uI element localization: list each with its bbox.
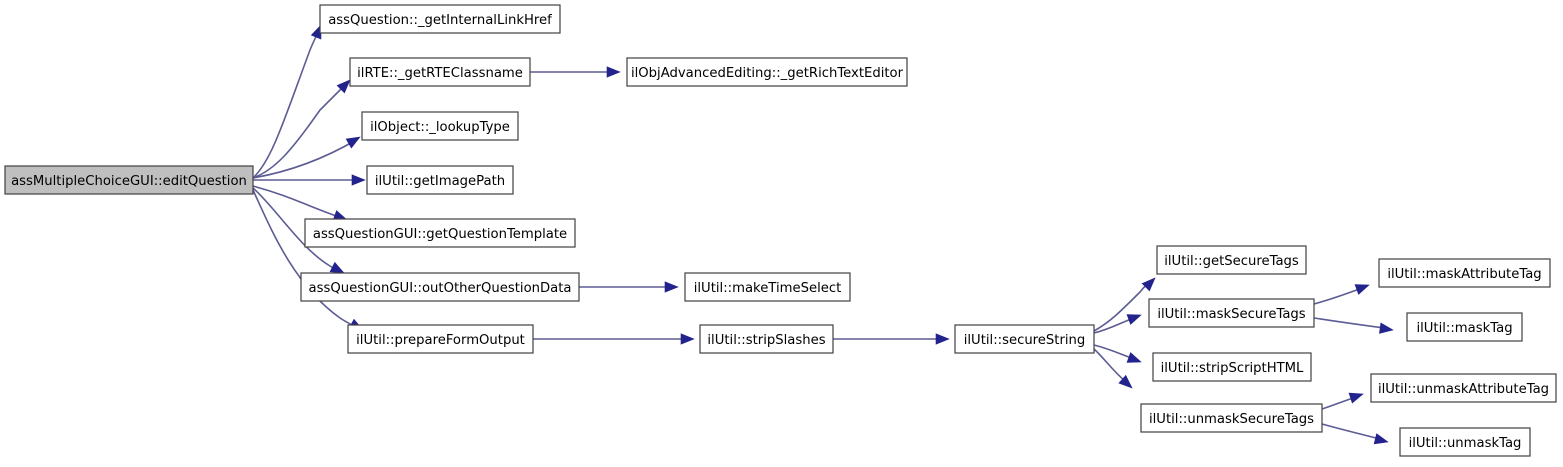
node-box[interactable] — [300, 272, 580, 302]
node-label: assQuestionGUI::outOtherQuestionData — [309, 281, 572, 296]
graph-node-ilutil-stripslashes[interactable]: ilUtil::stripSlashes — [699, 324, 834, 354]
arrow-head-icon — [1373, 433, 1389, 445]
node-box[interactable] — [954, 324, 1095, 354]
graph-node-assmultiplechoicegui-editquestion[interactable]: assMultipleChoiceGUI::editQuestion — [4, 165, 254, 195]
node-label: ilObject::_lookupType — [370, 120, 510, 135]
graph-node-ilobject-lookuptype[interactable]: ilObject::_lookupType — [361, 111, 519, 141]
graph-node-assquestiongui-getquestiontemplate[interactable]: assQuestionGUI::getQuestionTemplate — [304, 218, 576, 248]
arrow-head-icon — [1126, 314, 1142, 325]
call-edge-n0-to-n4 — [252, 139, 357, 179]
call-edge-n0-to-n9 — [252, 189, 359, 329]
call-edge-n0-to-n1 — [252, 27, 321, 179]
node-label: ilUtil::getSecureTags — [1164, 254, 1299, 269]
node-label: assQuestion::_getInternalLinkHref — [328, 13, 552, 28]
node-label: ilObjAdvancedEditing::_getRichTextEditor — [631, 66, 904, 81]
node-label: ilUtil::maskTag — [1416, 321, 1512, 336]
node-box[interactable] — [699, 324, 834, 354]
node-box[interactable] — [366, 165, 514, 195]
node-box[interactable] — [1399, 427, 1531, 457]
graph-node-ilutil-getimagepath[interactable]: ilUtil::getImagePath — [366, 165, 514, 195]
call-edge-n13-to-n17 — [1313, 317, 1386, 329]
graph-node-ilutil-masksecuretags[interactable]: ilUtil::maskSecureTags — [1148, 298, 1315, 328]
node-label: ilUtil::unmaskTag — [1409, 436, 1522, 451]
node-label: ilRTE::_getRTEClassname — [357, 66, 523, 81]
graph-node-ilutil-getsecuretags[interactable]: ilUtil::getSecureTags — [1156, 245, 1307, 275]
node-label: ilUtil::stripSlashes — [707, 333, 825, 348]
node-box[interactable] — [1148, 298, 1315, 328]
call-edge-n0-to-n2 — [252, 83, 347, 179]
arrow-head-icon — [345, 136, 361, 149]
node-box[interactable] — [626, 57, 908, 87]
arrow-head-icon — [329, 261, 345, 274]
node-label: ilUtil::unmaskSecureTags — [1149, 412, 1314, 427]
graph-node-assquestion-getinternallinkhref[interactable]: assQuestion::_getInternalLinkHref — [319, 4, 561, 34]
graph-node-ilutil-maketimeselect[interactable]: ilUtil::makeTimeSelect — [684, 272, 851, 302]
node-box[interactable] — [1378, 258, 1551, 288]
node-box[interactable] — [4, 165, 254, 195]
node-label: ilUtil::maskSecureTags — [1157, 307, 1305, 322]
graph-node-ilutil-stripscripthtml[interactable]: ilUtil::stripScriptHTML — [1152, 352, 1312, 382]
arrow-head-icon — [664, 281, 679, 293]
node-box[interactable] — [1140, 403, 1323, 433]
arrow-head-icon — [1126, 352, 1142, 363]
node-label: ilUtil::secureString — [964, 333, 1086, 348]
graph-node-ilutil-unmaskattributetag[interactable]: ilUtil::unmaskAttributeTag — [1370, 373, 1557, 403]
graph-node-ilrte-getrteclassname[interactable]: ilRTE::_getRTEClassname — [349, 57, 531, 87]
arrow-head-icon — [1348, 392, 1364, 404]
node-label: ilUtil::prepareFormOutput — [356, 333, 525, 348]
graph-node-ilobjadvancedediting-getrichtexteditor[interactable]: ilObjAdvancedEditing::_getRichTextEditor — [626, 57, 908, 87]
arrow-head-icon — [351, 174, 366, 186]
graph-node-ilutil-maskattributetag[interactable]: ilUtil::maskAttributeTag — [1378, 258, 1551, 288]
node-label: assMultipleChoiceGUI::editQuestion — [11, 174, 247, 189]
graph-node-ilutil-unmasksecuretags[interactable]: ilUtil::unmaskSecureTags — [1140, 403, 1323, 433]
arrow-head-icon — [1379, 322, 1394, 334]
arrow-head-icon — [1141, 277, 1156, 292]
node-box[interactable] — [1406, 312, 1523, 342]
graph-node-ilutil-masktag[interactable]: ilUtil::maskTag — [1406, 312, 1523, 342]
node-box[interactable] — [304, 218, 576, 248]
arrow-head-icon — [1354, 284, 1370, 295]
arrow-head-icon — [606, 66, 621, 78]
node-box[interactable] — [1152, 352, 1312, 382]
node-label: assQuestionGUI::getQuestionTemplate — [313, 227, 567, 242]
node-box[interactable] — [319, 4, 561, 34]
call-edge-n15-to-n19 — [1321, 423, 1381, 440]
arrow-head-icon — [935, 333, 950, 345]
node-box[interactable] — [684, 272, 851, 302]
call-edge-n0-to-n6 — [252, 185, 343, 219]
node-box[interactable] — [361, 111, 519, 141]
graph-node-ilutil-prepareformoutput[interactable]: ilUtil::prepareFormOutput — [347, 324, 534, 354]
node-box[interactable] — [349, 57, 531, 87]
node-label: ilUtil::maskAttributeTag — [1387, 267, 1541, 282]
node-box[interactable] — [1156, 245, 1307, 275]
graph-node-ilutil-unmasktag[interactable]: ilUtil::unmaskTag — [1399, 427, 1531, 457]
node-label: ilUtil::makeTimeSelect — [694, 281, 842, 296]
graph-node-assquestiongui-outotherquestiondata[interactable]: assQuestionGUI::outOtherQuestionData — [300, 272, 580, 302]
graph-node-ilutil-securestring[interactable]: ilUtil::secureString — [954, 324, 1095, 354]
call-edge-n11-to-n14 — [1093, 344, 1135, 360]
arrow-head-icon — [680, 333, 695, 345]
node-box[interactable] — [347, 324, 534, 354]
node-box[interactable] — [1370, 373, 1557, 403]
node-label: ilUtil::getImagePath — [375, 174, 505, 189]
node-label: ilUtil::stripScriptHTML — [1161, 361, 1304, 376]
node-label: ilUtil::unmaskAttributeTag — [1378, 382, 1549, 397]
arrow-head-icon — [336, 79, 351, 94]
call-edge-n11-to-n13 — [1093, 317, 1135, 334]
edge-layer — [252, 24, 1394, 445]
node-layer: assMultipleChoiceGUI::editQuestionassQue… — [4, 4, 1557, 457]
call-edge-n13-to-n16 — [1313, 287, 1363, 305]
arrow-head-icon — [1118, 374, 1133, 389]
